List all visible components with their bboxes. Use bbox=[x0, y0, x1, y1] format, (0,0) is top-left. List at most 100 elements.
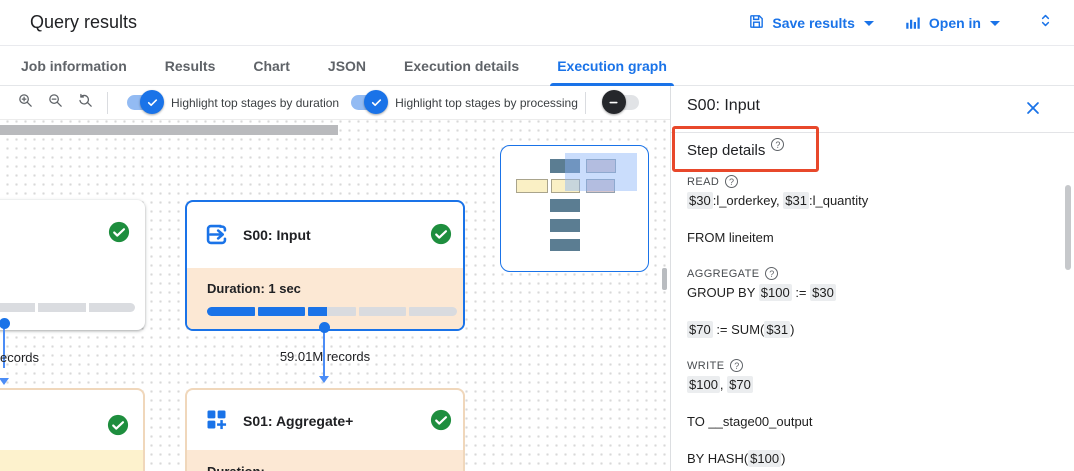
zoom-reset-button[interactable] bbox=[70, 88, 100, 118]
edge-label-partial: ecords bbox=[0, 350, 40, 365]
stage-card-left-bottom[interactable] bbox=[0, 388, 145, 471]
toggle-check-icon bbox=[364, 90, 389, 114]
help-icon[interactable]: ? bbox=[730, 359, 744, 372]
step-detail-line: $70 := SUM($31) bbox=[687, 321, 1050, 338]
tab-execution-details[interactable]: Execution details bbox=[404, 57, 520, 74]
toolbar-divider bbox=[584, 91, 586, 114]
step-detail-line: $30:l_orderkey, $31:l_quantity bbox=[687, 192, 1050, 209]
show-stage-info-toggle[interactable] bbox=[601, 90, 639, 114]
detail-text: FROM lineitem bbox=[687, 230, 774, 245]
variable-token: $70 bbox=[687, 321, 713, 338]
stage-duration-section bbox=[0, 450, 143, 471]
unfold-icon bbox=[1037, 12, 1054, 34]
help-icon[interactable]: ? bbox=[771, 138, 785, 151]
execution-graph-canvas[interactable]: ecords S00: Input Duration: 1 sec bbox=[0, 120, 670, 471]
zoom-out-icon bbox=[47, 92, 64, 114]
canvas-vertical-scrollbar[interactable] bbox=[662, 268, 667, 290]
close-panel-button[interactable] bbox=[1024, 99, 1042, 117]
zoom-out-button[interactable] bbox=[40, 88, 70, 118]
detail-text: :l_orderkey, bbox=[712, 193, 784, 208]
step-section-text: AGGREGATE bbox=[687, 267, 760, 280]
toggle-check-icon bbox=[140, 90, 164, 114]
stage-duration-section: Duration: 1 sec bbox=[187, 268, 463, 329]
graph-minimap[interactable] bbox=[500, 145, 649, 272]
collapse-panel-button[interactable] bbox=[1030, 8, 1060, 38]
step-section-text: WRITE bbox=[687, 359, 725, 372]
minimap-viewport[interactable] bbox=[565, 153, 637, 191]
highlight-duration-toggle[interactable] bbox=[127, 90, 164, 114]
stage-duration-section: Duration: bbox=[187, 450, 463, 471]
tab-job-information[interactable]: Job information bbox=[21, 57, 127, 74]
detail-text: BY HASH( bbox=[687, 451, 749, 466]
variable-token: $30 bbox=[810, 284, 836, 301]
zoom-in-button[interactable] bbox=[10, 88, 40, 118]
detail-text: TO __stage00_output bbox=[687, 414, 813, 429]
success-check-icon bbox=[430, 409, 452, 431]
tab-chart[interactable]: Chart bbox=[253, 57, 290, 74]
stage-title: S00: Input bbox=[243, 227, 311, 243]
highlight-processing-toggle[interactable] bbox=[351, 90, 389, 114]
highlight-processing-label: Highlight top stages by processing bbox=[395, 95, 578, 110]
edge-arrowhead-icon bbox=[319, 376, 329, 383]
minimap-stage-pink bbox=[586, 159, 616, 173]
tab-execution-graph[interactable]: Execution graph bbox=[538, 46, 686, 86]
duration-label: Duration: bbox=[207, 464, 265, 471]
caret-down-icon bbox=[990, 20, 1000, 26]
highlight-duration-label: Highlight top stages by duration bbox=[171, 95, 340, 110]
help-icon[interactable]: ? bbox=[725, 175, 739, 188]
canvas-horizontal-scrollbar[interactable] bbox=[0, 125, 338, 135]
edge-dot bbox=[319, 322, 330, 333]
results-tabs: Job information Results Chart JSON Execution… bbox=[0, 46, 1074, 86]
open-in-button[interactable]: Open in bbox=[904, 13, 1000, 34]
step-detail-line: TO __stage00_output bbox=[687, 414, 1050, 430]
help-icon[interactable]: ? bbox=[765, 267, 779, 280]
minimap-stage-dark bbox=[550, 219, 580, 232]
step-detail-line: FROM lineitem bbox=[687, 230, 1050, 246]
toolbar-divider bbox=[107, 91, 108, 114]
save-results-label: Save results bbox=[772, 15, 855, 31]
stage-card-header bbox=[0, 390, 143, 452]
zoom-reset-icon bbox=[77, 92, 94, 114]
variable-token: $31 bbox=[783, 192, 809, 209]
input-stage-icon bbox=[203, 221, 230, 248]
tab-json[interactable]: JSON bbox=[327, 57, 367, 74]
stage-card-header bbox=[0, 200, 145, 266]
tab-results[interactable]: Results bbox=[164, 57, 216, 74]
step-section-text: READ bbox=[687, 175, 720, 188]
step-detail-line: $100, $70 bbox=[687, 376, 1050, 393]
minimap-stage-dark bbox=[550, 239, 580, 251]
stage-card-s00[interactable]: S00: Input Duration: 1 sec bbox=[185, 200, 465, 331]
minimap-stage-dark bbox=[550, 199, 580, 212]
chart-icon bbox=[904, 13, 922, 34]
stage-card-s01[interactable]: S01: Aggregate+ Duration: bbox=[185, 388, 465, 471]
header-actions: Save results Open in bbox=[748, 0, 1060, 46]
variable-token: $70 bbox=[727, 376, 753, 393]
step-detail-line: BY HASH($100) bbox=[687, 450, 1050, 467]
variable-token: $31 bbox=[764, 321, 791, 338]
edge-dot bbox=[0, 318, 10, 329]
duration-bar-segment bbox=[257, 307, 306, 316]
open-in-label: Open in bbox=[928, 15, 981, 31]
stage-details-panel: S00: Input Step details ? READ?$30:l_ord… bbox=[670, 86, 1074, 471]
edge-line bbox=[323, 331, 325, 376]
minimap-stage-pink bbox=[586, 179, 615, 193]
minimap-stage-dark bbox=[550, 159, 580, 173]
step-detail-line: GROUP BY $100 := $30 bbox=[687, 284, 1050, 301]
duration-bar-segment bbox=[358, 307, 407, 316]
duration-label: Duration: 1 sec bbox=[207, 281, 301, 296]
detail-text: , bbox=[719, 377, 728, 392]
variable-token: $30 bbox=[687, 192, 713, 209]
edge-label-records: 59.01M records bbox=[279, 349, 371, 364]
zoom-in-icon bbox=[17, 92, 34, 114]
panel-scrollbar[interactable] bbox=[1065, 185, 1071, 270]
variable-token: $100 bbox=[748, 450, 782, 467]
save-results-button[interactable]: Save results bbox=[748, 13, 874, 33]
page-title: Query results bbox=[30, 12, 138, 32]
variable-token: $100 bbox=[758, 284, 792, 301]
success-check-icon bbox=[108, 221, 130, 243]
header: Query results Save results bbox=[0, 0, 1074, 46]
graph-toolbar: Highlight top stages by duration Highlig… bbox=[0, 86, 670, 120]
stage-card-left-top[interactable] bbox=[0, 200, 145, 330]
